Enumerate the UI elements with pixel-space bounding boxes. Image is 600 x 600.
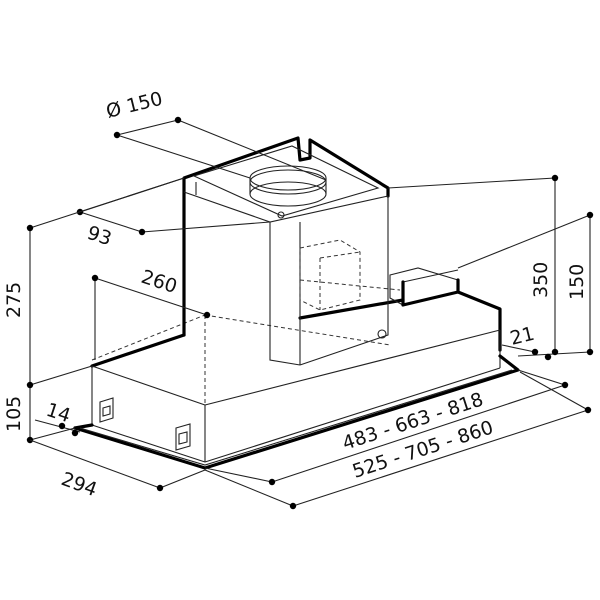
label-depth-inner: 260 [138,266,179,298]
hood-body [73,290,520,470]
rear-vent [389,267,460,307]
label-height-body: 105 [3,396,25,432]
label-duct-diameter: Ø 150 [104,88,165,123]
label-outlet-height: 150 [566,264,588,300]
hood-chimney [182,136,401,366]
label-chimney-offset: 93 [84,222,114,250]
dimension-lines [26,116,594,510]
label-chimney-height: 350 [530,262,552,298]
label-edge-offset: 21 [508,323,537,350]
label-height-total: 275 [3,282,25,318]
switch-right-icon [175,423,191,451]
label-depth-total: 294 [58,468,100,501]
switch-left-icon [99,397,114,423]
duct-outlet-icon [249,165,327,207]
